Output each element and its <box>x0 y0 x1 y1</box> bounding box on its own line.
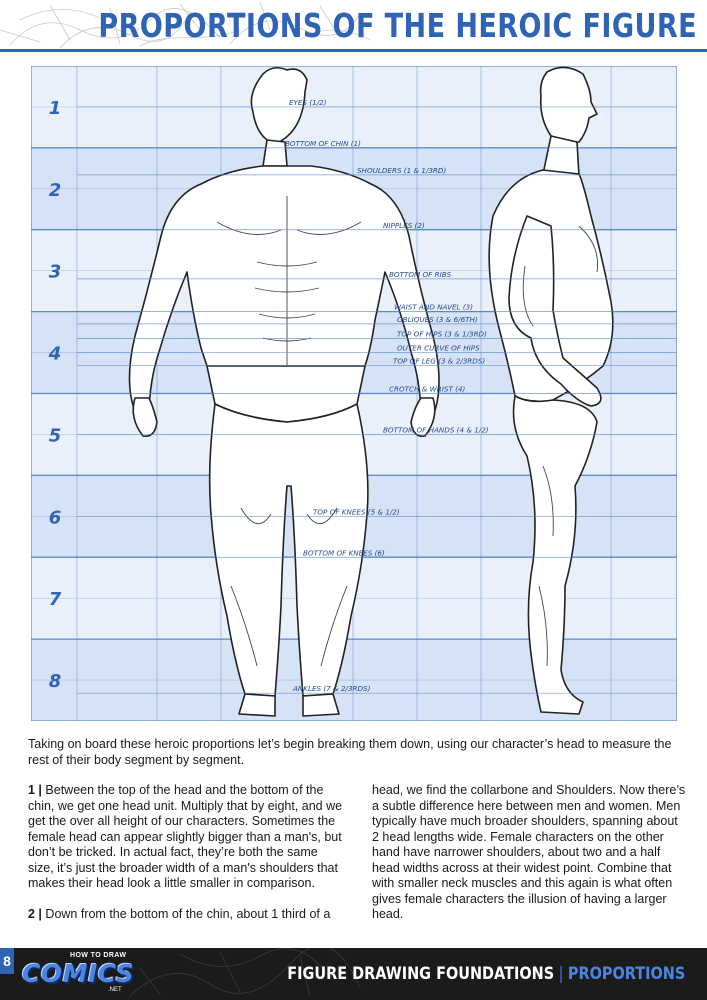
footer-subsection: PROPORTIONS <box>567 964 685 984</box>
logo-small-text: HOW TO DRAW <box>70 952 127 959</box>
front-figure-anatomy-lines <box>216 196 362 667</box>
paragraph-2-continued: head, we find the collarbone and Shoulde… <box>372 783 686 921</box>
landmark-label: BOTTOM OF RIBS <box>389 270 452 279</box>
site-logo[interactable]: HOW TO DRAW COMICS .NET <box>22 952 134 996</box>
header-sketch-art <box>0 1 371 49</box>
page-header: PROPORTIONS OF THE HEROIC FIGURE <box>0 0 707 58</box>
page-footer: 8 HOW TO DRAW COMICS .NET FIGURE DRAWING… <box>0 948 707 1000</box>
footer-sketch-art <box>129 948 361 997</box>
landmark-label: CROTCH & WRIST (4) <box>389 385 465 394</box>
landmark-label: NIPPLES (2) <box>383 221 425 230</box>
footer-breadcrumb: FIGURE DRAWING FOUNDATIONS|PROPORTIONS <box>287 964 685 984</box>
landmark-label: BOTTOM OF KNEES (6) <box>303 548 385 557</box>
landmark-label: BOTTOM OF CHIN (1) <box>285 139 361 148</box>
footer-separator: | <box>558 964 564 984</box>
head-unit-label: 3 <box>49 262 62 283</box>
footer-section: FIGURE DRAWING FOUNDATIONS <box>286 964 554 984</box>
text-column-left: 1 | Between the top of the head and the … <box>28 783 344 937</box>
landmark-label: WAIST AND NAVEL (3) <box>394 303 473 312</box>
landmark-label: OUTER CURVE OF HIPS <box>397 344 480 353</box>
head-unit-label: 5 <box>49 425 62 446</box>
head-unit-label: 1 <box>49 98 62 119</box>
landmark-label: TOP OF LEG (3 & 2/3RDS) <box>393 357 485 366</box>
paragraph-2-number: 2 | <box>28 906 42 921</box>
paragraph-2-text: Down from the bottom of the chin, about … <box>41 906 331 921</box>
logo-domain-text: .NET <box>108 987 122 993</box>
paragraph-1-text: Between the top of the head and the bott… <box>28 783 343 890</box>
paragraph-1: 1 | Between the top of the head and the … <box>28 783 344 892</box>
paragraph-2: 2 | Down from the bottom of the chin, ab… <box>28 907 344 923</box>
proportion-chart: 1 2 3 4 5 6 7 8 EYES (1/2) BOTTOM OF CHIN (1) SHO… <box>31 66 677 721</box>
landmark-label: BOTTOM OF HANDS (4 & 1/2) <box>383 425 489 434</box>
text-column-right: head, we find the collarbone and Shoulde… <box>372 783 688 938</box>
landmark-label: OBLIQUES (3 & 6/6TH) <box>397 315 478 324</box>
head-unit-label: 8 <box>49 671 62 692</box>
landmark-label: TOP OF HIPS (3 & 1/3RD) <box>397 330 487 339</box>
landmark-guides <box>77 106 677 694</box>
logo-main-text: COMICS <box>22 959 135 988</box>
head-unit-label: 2 <box>49 180 62 201</box>
page-number: 8 <box>0 948 14 974</box>
header-rule <box>0 49 707 52</box>
paragraph-1-number: 1 | <box>28 783 42 797</box>
page-title: PROPORTIONS OF THE HEROIC FIGURE <box>98 6 697 45</box>
side-figure-illustration <box>488 66 614 715</box>
head-unit-labels: 1 2 3 4 5 6 7 8 <box>48 98 62 692</box>
landmark-labels: EYES (1/2) BOTTOM OF CHIN (1) SHOULDERS (1… <box>285 98 489 693</box>
landmark-label: SHOULDERS (1 & 1/3RD) <box>357 166 446 175</box>
head-unit-label: 7 <box>49 589 62 610</box>
landmark-label: TOP OF KNEES (5 & 1/2) <box>313 507 400 516</box>
head-unit-label: 6 <box>49 507 62 528</box>
landmark-label: EYES (1/2) <box>289 98 327 107</box>
head-unit-label: 4 <box>48 344 62 365</box>
landmark-label: ANKLES (7 & 2/3RDS) <box>292 684 371 693</box>
intro-paragraph: Taking on board these heroic proportions… <box>28 737 672 767</box>
